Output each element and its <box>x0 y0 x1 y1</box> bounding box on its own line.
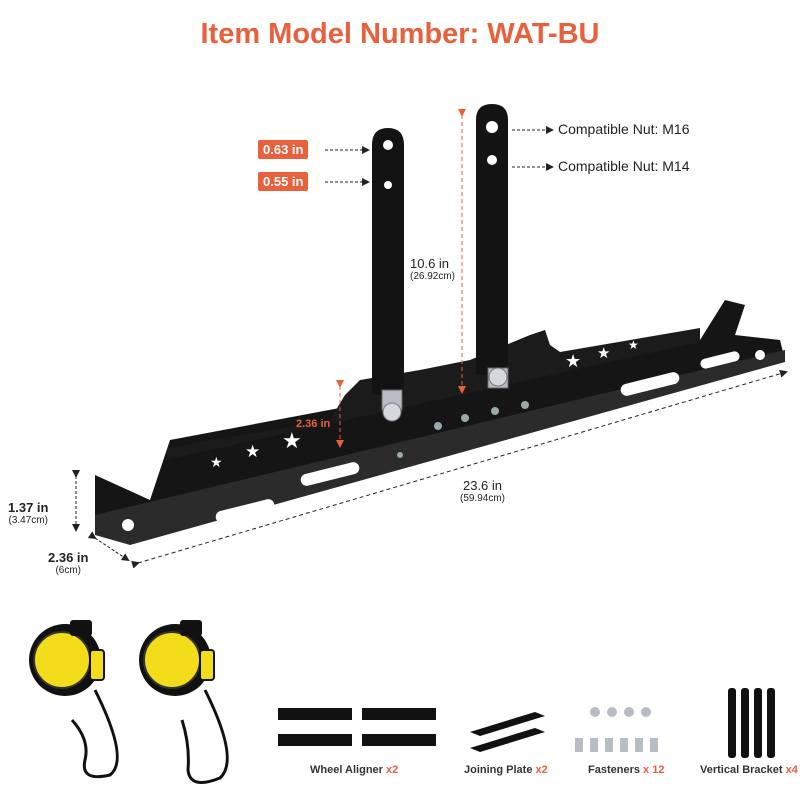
height-value: 10.6 in <box>410 256 450 271</box>
svg-text:★: ★ <box>282 429 302 454</box>
hole-tag-small: 0.55 in <box>258 172 309 191</box>
depth-metric: (6cm) <box>55 565 82 576</box>
page-title: Item Model Number: WAT-BU <box>200 18 600 50</box>
hole-tag-large: 0.63 in <box>258 140 309 159</box>
side-height-dimension: 1.37 in (3.47cm) <box>8 500 48 526</box>
rail-bar: ★ ★ ★ ★ ★ ★ <box>95 300 785 545</box>
accessory-wheel-aligner: Wheel Aligner x2 <box>310 764 399 776</box>
svg-text:★: ★ <box>628 338 639 352</box>
bolt-left <box>381 389 403 422</box>
depth-value: 2.36 in <box>48 550 89 565</box>
svg-text:★: ★ <box>210 455 223 471</box>
depth-dimension: 2.36 in (6cm) <box>48 550 88 576</box>
bolt-right <box>487 367 509 389</box>
svg-text:★: ★ <box>565 351 581 372</box>
length-value: 23.6 in <box>462 478 503 493</box>
nut-label-m16: Compatible Nut: M16 <box>558 121 690 137</box>
vertical-bracket-left <box>372 128 404 395</box>
length-dimension: 23.6 in (59.94cm) <box>460 478 505 504</box>
nut-label-m14: Compatible Nut: M14 <box>558 158 690 174</box>
side-height-value: 1.37 in <box>8 500 49 515</box>
svg-text:★: ★ <box>245 442 260 462</box>
step-dimension: 2.36 in <box>296 418 331 430</box>
side-height-metric: (3.47cm) <box>8 515 48 526</box>
svg-text:★: ★ <box>597 344 610 362</box>
accessory-joining-plate: Joining Plate x2 <box>464 764 548 776</box>
accessory-vertical-bracket: Vertical Bracket x4 <box>700 764 798 776</box>
height-metric: (26.92cm) <box>410 271 456 282</box>
vertical-bracket-right <box>476 104 508 375</box>
height-dimension: 10.6 in (26.92cm) <box>410 256 455 282</box>
accessory-fasteners: Fasteners x 12 <box>588 764 665 776</box>
length-metric: (59.94cm) <box>460 493 506 504</box>
